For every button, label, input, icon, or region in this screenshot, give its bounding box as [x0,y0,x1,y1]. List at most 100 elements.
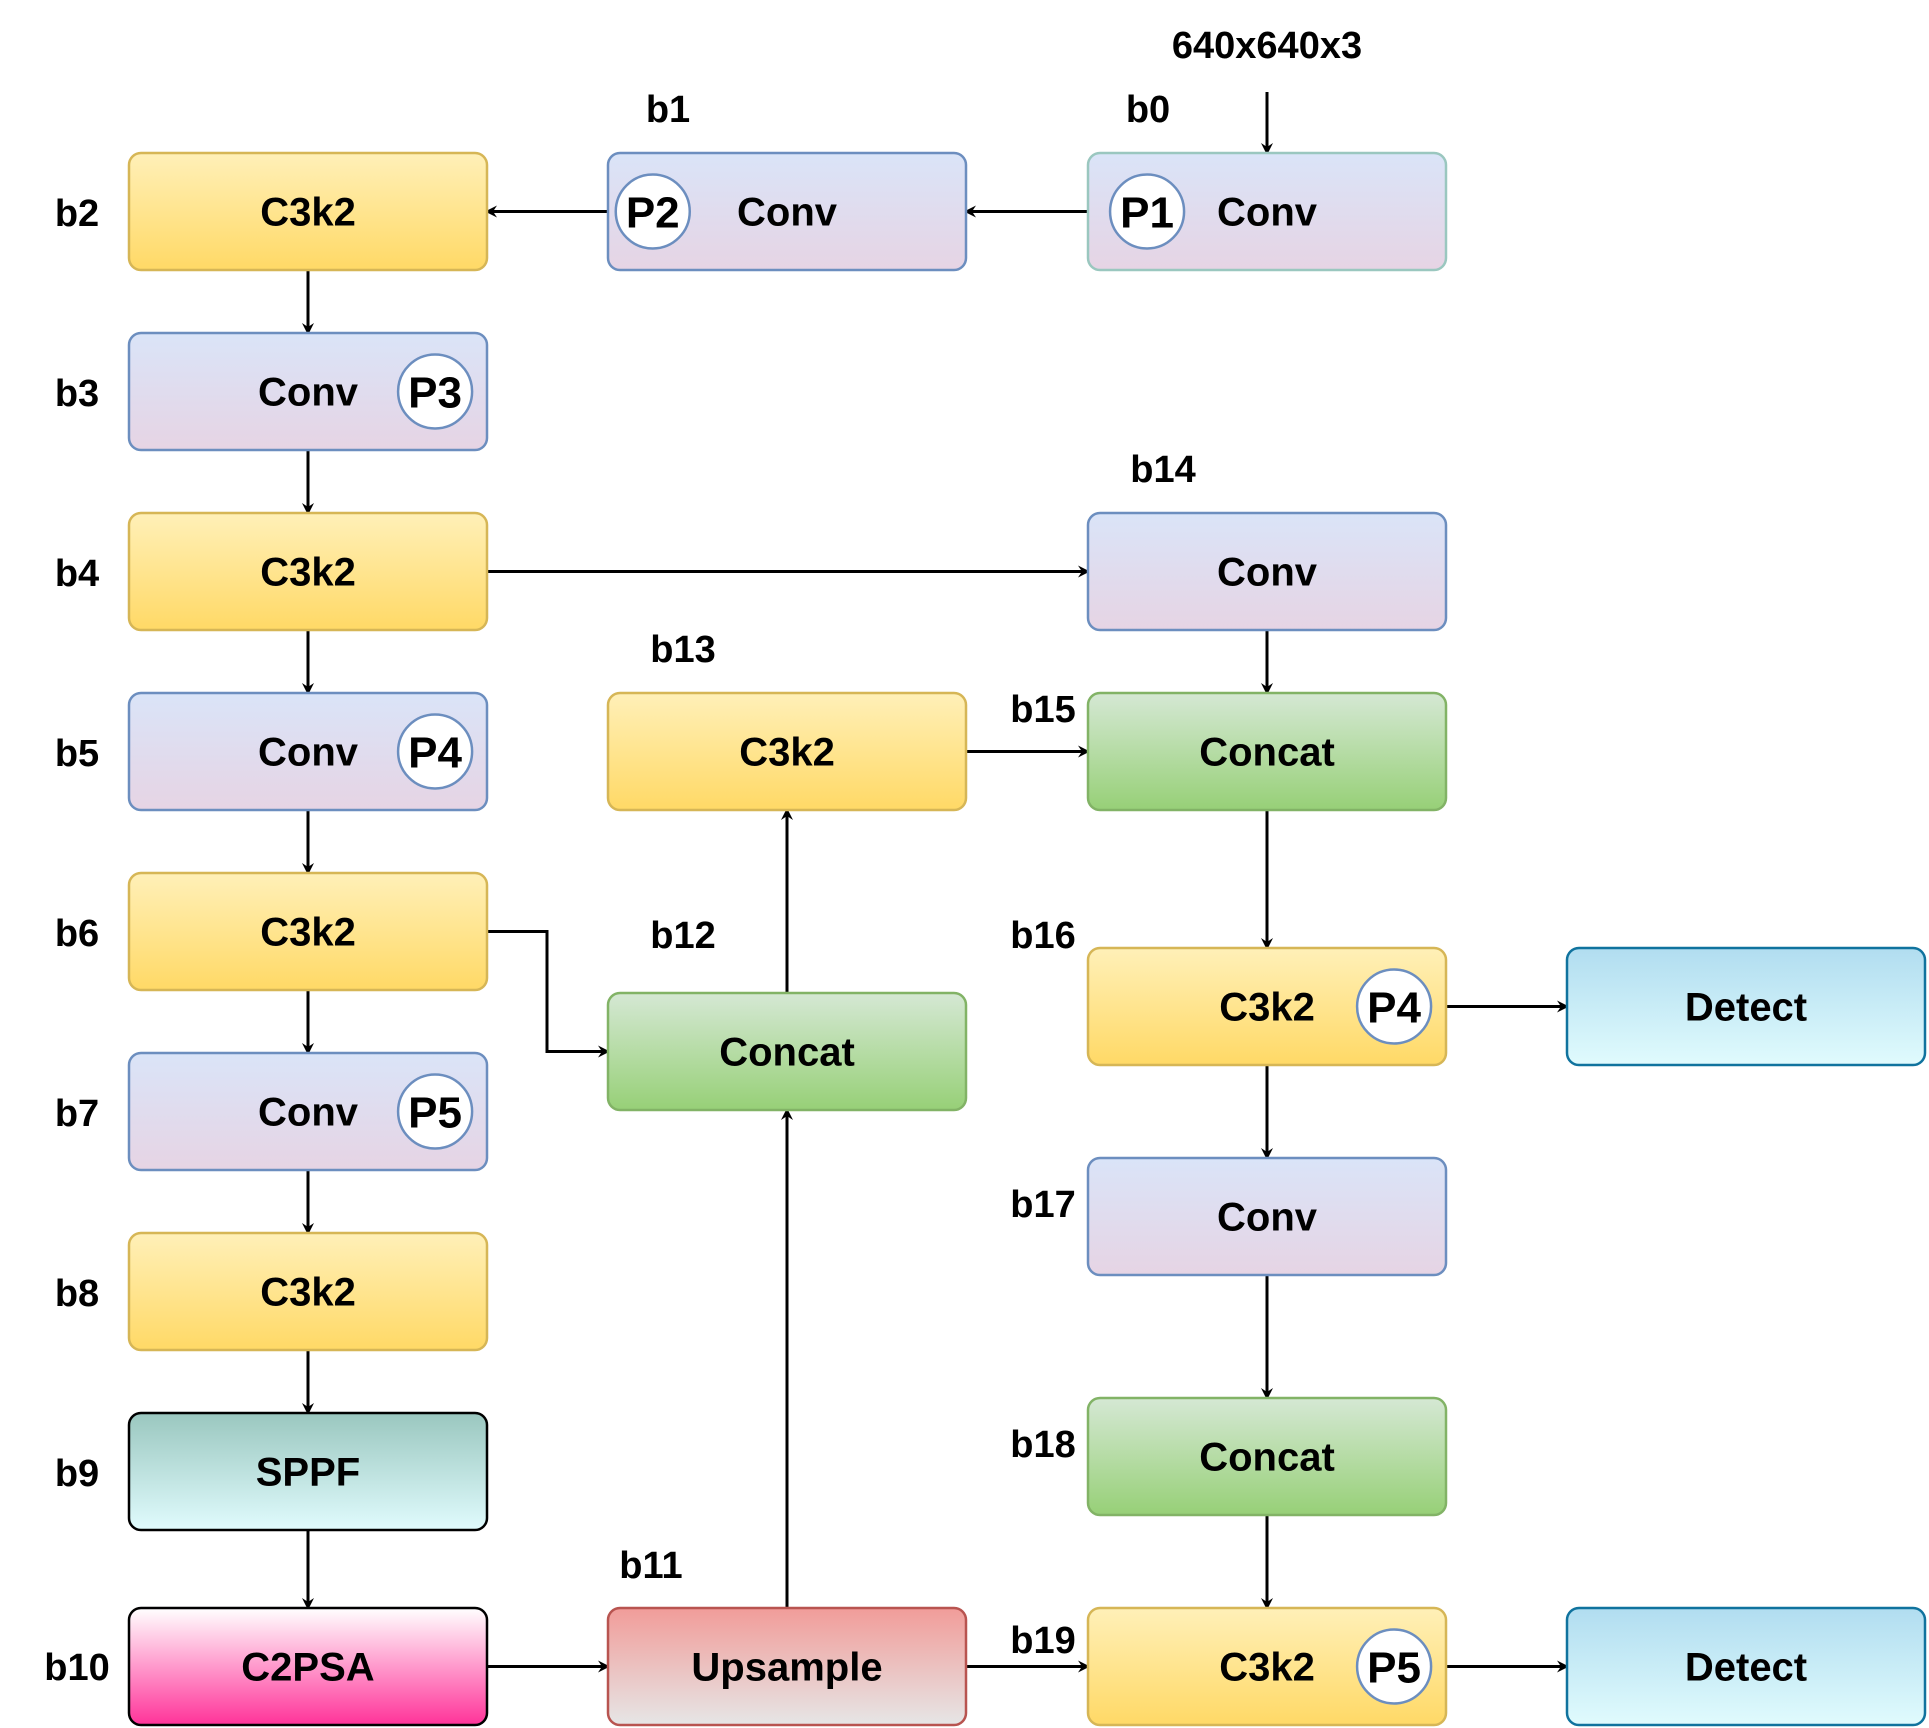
block-b15: Concat [1086,691,1448,812]
block-b1-box [606,151,968,272]
block-d2-box [1565,1606,1927,1727]
block-b1-name: Conv [737,191,838,235]
block-b7-label: b7 [55,1093,99,1135]
block-b19-label: b19 [1010,1620,1075,1662]
block-b16-name: C3k2 [1219,986,1315,1030]
block-b8: C3k2 [127,1231,489,1352]
block-b10-label: b10 [44,1647,109,1689]
block-b0: Conv P1 [1086,151,1448,272]
block-b16-badge: P4 [1355,968,1433,1045]
block-b8-name: C3k2 [260,1271,356,1315]
block-b14-box [1086,511,1448,632]
svg-text:P5: P5 [408,1089,462,1138]
block-b17-name: Conv [1217,1196,1318,1240]
block-b14-label: b14 [1130,449,1195,491]
block-b4: C3k2 [127,511,489,632]
block-b14-name: Conv [1217,551,1318,595]
block-b2-label: b2 [55,193,99,235]
block-b13-label: b13 [650,629,715,671]
block-b5: Conv P4 [127,691,489,812]
svg-text:P1: P1 [1120,189,1174,238]
block-b11-name: Upsample [691,1646,882,1690]
block-b19: C3k2 P5 [1086,1606,1448,1727]
block-b1-label: b1 [646,89,690,131]
block-b2-box [127,151,489,272]
block-b2-name: C3k2 [260,191,356,235]
block-b12-box [606,991,968,1112]
block-b0-label: b0 [1126,89,1170,131]
block-b8-label: b8 [55,1273,99,1315]
block-b17-label: b17 [1010,1184,1075,1226]
block-b6: C3k2 [127,871,489,992]
svg-text:P2: P2 [626,189,680,238]
block-d1-name: Detect [1685,986,1807,1030]
block-b13-box [606,691,968,812]
block-b16: C3k2 P4 [1086,946,1448,1067]
block-b15-box [1086,691,1448,812]
block-b15-label: b15 [1010,689,1075,731]
block-b0-badge: P1 [1108,173,1186,250]
edge-b6-to-b12 [487,930,610,1058]
block-b5-box [127,691,489,812]
block-b18: Concat [1086,1396,1448,1517]
edges-layer [302,92,1569,1673]
block-d1-box [1565,946,1927,1067]
svg-text:P5: P5 [1367,1644,1421,1693]
input-size-label: 640x640x3 [1172,25,1362,67]
block-d1: Detect [1565,946,1927,1067]
block-b10-box [127,1606,489,1727]
block-b9: SPPF [127,1411,489,1532]
block-b3-box [127,331,489,452]
block-d2: Detect [1565,1606,1927,1727]
block-b13-name: C3k2 [739,731,835,775]
block-b19-box [1086,1606,1448,1727]
block-b12-label: b12 [650,915,715,957]
block-b10: C2PSA [127,1606,489,1727]
block-b9-label: b9 [55,1453,99,1495]
block-b5-badge: P4 [396,713,474,790]
block-b18-name: Concat [1199,1436,1335,1480]
block-b3-label: b3 [55,373,99,415]
block-b1: Conv P2 [606,151,968,272]
block-b11-label: b11 [619,1545,682,1587]
block-b5-label: b5 [55,733,99,775]
block-b4-box [127,511,489,632]
block-b3-badge: P3 [396,353,474,430]
block-b4-label: b4 [55,553,99,595]
block-b15-name: Concat [1199,731,1335,775]
block-b0-name: Conv [1217,191,1318,235]
block-b14: Conv [1086,511,1448,632]
block-b4-name: C3k2 [260,551,356,595]
block-b8-box [127,1231,489,1352]
block-d2-name: Detect [1685,1646,1807,1690]
block-b11-box [606,1606,968,1727]
block-b12: Concat [606,991,968,1112]
block-b6-name: C3k2 [260,911,356,955]
block-b16-label: b16 [1010,915,1075,957]
block-b1-badge: P2 [614,173,691,250]
block-b17: Conv [1086,1156,1448,1277]
block-b5-name: Conv [258,731,359,775]
block-b0-box [1086,151,1448,272]
block-b16-box [1086,946,1448,1067]
block-b10-name: C2PSA [241,1646,374,1690]
block-b7-box [127,1051,489,1172]
block-b11: Upsample [606,1606,968,1727]
svg-text:P3: P3 [408,369,462,418]
block-b13: C3k2 [606,691,968,812]
block-b6-label: b6 [55,913,99,955]
block-b18-box [1086,1396,1448,1517]
block-b19-badge: P5 [1355,1628,1433,1705]
svg-text:P4: P4 [1367,984,1421,1033]
svg-text:P4: P4 [408,729,462,778]
block-b9-name: SPPF [256,1451,360,1495]
block-b6-box [127,871,489,992]
block-b7-name: Conv [258,1091,359,1135]
block-b19-name: C3k2 [1219,1646,1315,1690]
block-b2: C3k2 [127,151,489,272]
block-b3: Conv P3 [127,331,489,452]
block-b3-name: Conv [258,371,359,415]
block-b18-label: b18 [1010,1424,1075,1466]
block-b7-badge: P5 [396,1073,474,1150]
